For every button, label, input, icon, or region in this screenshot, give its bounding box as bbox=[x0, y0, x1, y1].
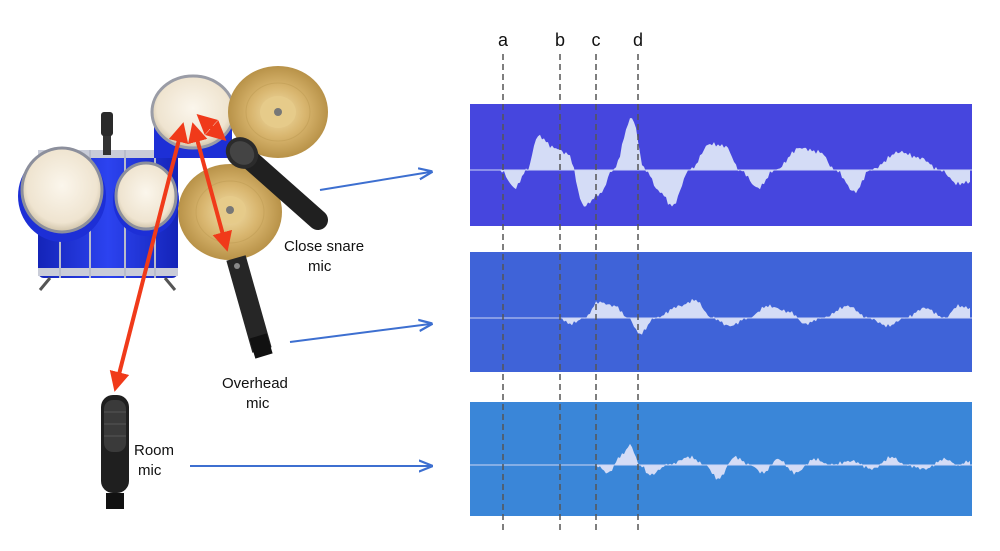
room-mic-icon bbox=[101, 395, 129, 509]
hihat-cymbal bbox=[228, 66, 328, 158]
tom-left bbox=[18, 146, 106, 242]
sound-path-arrows bbox=[109, 113, 232, 392]
waveform-room bbox=[470, 443, 970, 480]
link-arrow-overhead bbox=[289, 324, 430, 343]
overhead-mic-label-line1: Overhead bbox=[222, 375, 288, 392]
snare-drum bbox=[150, 74, 236, 158]
marker-label-c: c bbox=[592, 30, 601, 50]
marker-label-d: d bbox=[633, 30, 643, 50]
track-overhead bbox=[470, 252, 972, 372]
track-room bbox=[470, 402, 972, 516]
room-mic-label-line1: Room bbox=[134, 442, 174, 459]
close-snare-mic-icon bbox=[225, 137, 328, 230]
room-mic-label-line2: mic bbox=[138, 462, 162, 479]
track-close bbox=[470, 104, 972, 226]
track-panel-overhead bbox=[470, 252, 972, 372]
close-mic-label-line1: Close snare bbox=[284, 238, 364, 255]
track-link-arrows bbox=[190, 172, 430, 466]
overhead-mic-label-line2: mic bbox=[246, 395, 270, 412]
overhead-mic-icon bbox=[226, 255, 273, 359]
close-mic-label-line2: mic bbox=[308, 258, 332, 275]
waveform-close bbox=[470, 118, 970, 207]
marker-label-b: b bbox=[555, 30, 565, 50]
time-markers: a b c d bbox=[498, 30, 643, 532]
path-arrow-snare-to-overhead bbox=[188, 122, 232, 252]
marker-label-a: a bbox=[498, 30, 509, 50]
path-arrow-snare-to-room bbox=[109, 122, 189, 392]
waveform-overhead bbox=[470, 298, 970, 335]
link-arrow-close bbox=[319, 172, 430, 191]
